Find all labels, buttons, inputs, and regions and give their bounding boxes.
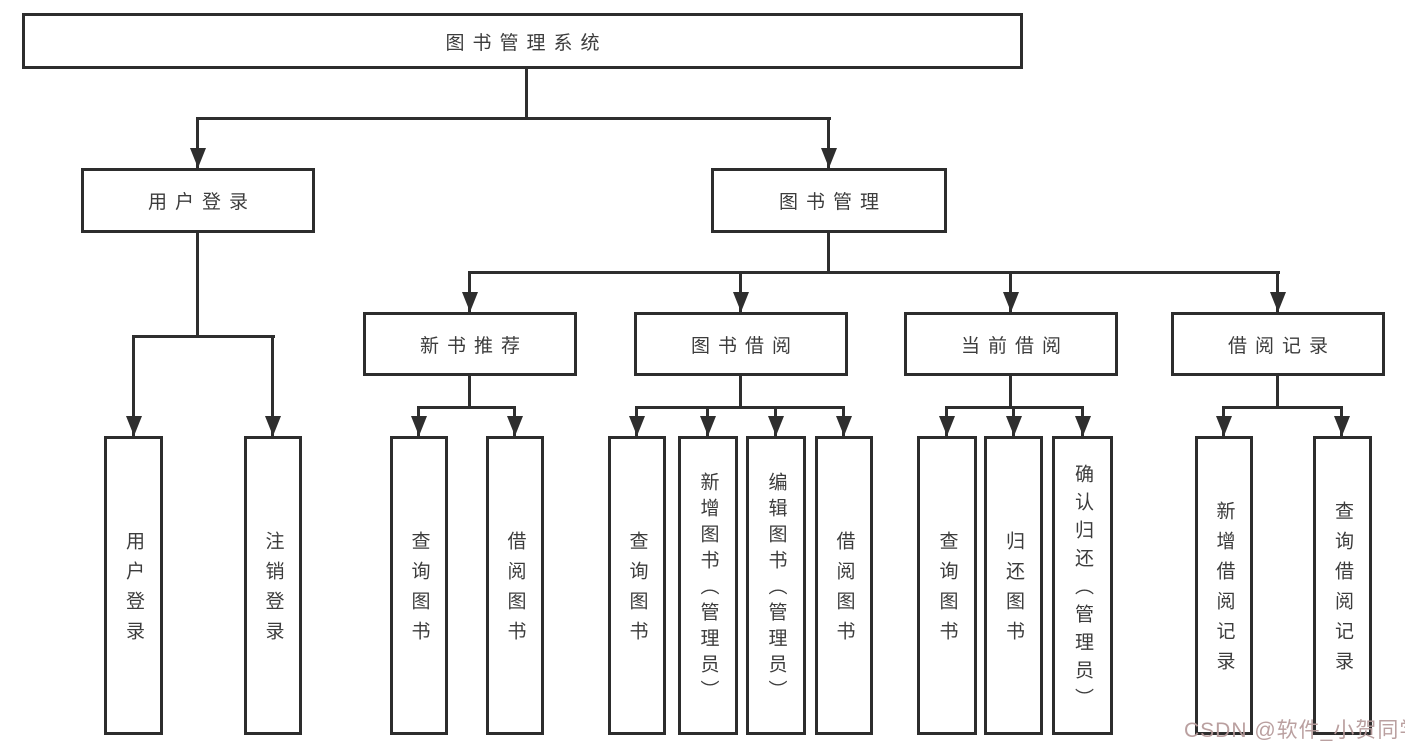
connector-line-v: [196, 233, 199, 335]
leaf-query-books-recommend-label: 查询图书: [408, 531, 430, 651]
connector-line-h: [1222, 406, 1343, 409]
leaf-edit-books-admin-label: 编辑图书（管理员）: [765, 472, 787, 706]
leaf-user-login: 用户登录: [104, 436, 163, 735]
leaf-edit-books-admin: 编辑图书（管理员）: [746, 436, 806, 735]
connector-arrow-down: [1276, 271, 1279, 312]
connector-arrow-down: [196, 117, 199, 168]
connector-arrow-down: [774, 406, 777, 436]
connector-arrow-down: [1081, 406, 1084, 436]
leaf-add-books-admin-label: 新增图书（管理员）: [697, 472, 719, 706]
connector-arrow-down: [739, 271, 742, 312]
node-user-login: 用户登录: [81, 168, 315, 233]
leaf-return-books: 归还图书: [984, 436, 1043, 735]
connector-line-v: [1009, 376, 1012, 406]
connector-arrow-down: [827, 117, 830, 168]
node-current-borrow: 当前借阅: [904, 312, 1118, 376]
leaf-query-borrow-record: 查询借阅记录: [1313, 436, 1372, 735]
leaf-logout: 注销登录: [244, 436, 302, 735]
connector-line-v: [525, 69, 528, 117]
leaf-query-books-borrow-label: 查询图书: [626, 531, 648, 651]
connector-arrow-down: [468, 271, 471, 312]
connector-line-h: [417, 406, 516, 409]
node-user-login-label: 用户登录: [147, 192, 256, 213]
node-root: 图书管理系统: [22, 13, 1023, 69]
node-new-book-recommend: 新书推荐: [363, 312, 577, 376]
leaf-add-books-admin: 新增图书（管理员）: [678, 436, 738, 735]
node-borrow-records-label: 借阅记录: [1227, 335, 1336, 357]
node-new-book-recommend-label: 新书推荐: [419, 335, 528, 357]
connector-arrow-down: [1222, 406, 1225, 436]
leaf-confirm-return-admin-label: 确认归还（管理员）: [1072, 464, 1093, 716]
leaf-confirm-return-admin: 确认归还（管理员）: [1052, 436, 1113, 735]
leaf-query-books-current: 查询图书: [917, 436, 977, 735]
connector-line-v: [1276, 376, 1279, 406]
connector-line-v: [468, 376, 471, 406]
leaf-query-borrow-record-label: 查询借阅记录: [1332, 501, 1353, 681]
node-book-management-label: 图书管理: [778, 192, 887, 213]
connector-arrow-down: [1009, 271, 1012, 312]
leaf-add-borrow-record-label: 新增借阅记录: [1213, 501, 1235, 681]
node-book-borrow: 图书借阅: [634, 312, 848, 376]
leaf-borrow-books: 借阅图书: [815, 436, 873, 735]
connector-line-h: [132, 335, 275, 338]
leaf-logout-label: 注销登录: [262, 531, 284, 651]
node-book-management: 图书管理: [711, 168, 947, 233]
leaf-borrow-books-label: 借阅图书: [833, 531, 855, 651]
node-root-label: 图书管理系统: [445, 32, 608, 54]
connector-arrow-down: [706, 406, 709, 436]
connector-arrow-down: [417, 406, 420, 436]
leaf-borrow-books-recommend-label: 借阅图书: [504, 531, 526, 651]
csdn-watermark: CSDN @软件_小贺同学: [1184, 719, 1405, 742]
connector-arrow-down: [271, 335, 274, 436]
node-borrow-records: 借阅记录: [1171, 312, 1385, 376]
connector-line-h: [196, 117, 831, 120]
leaf-user-login-label: 用户登录: [123, 531, 144, 651]
connector-line-h: [635, 406, 845, 409]
connector-arrow-down: [1012, 406, 1015, 436]
node-current-borrow-label: 当前借阅: [960, 335, 1069, 357]
connector-arrow-down: [635, 406, 638, 436]
connector-line-v: [739, 376, 742, 406]
leaf-query-books-borrow: 查询图书: [608, 436, 666, 735]
leaf-query-books-current-label: 查询图书: [936, 531, 958, 651]
connector-arrow-down: [513, 406, 516, 436]
connector-arrow-down: [842, 406, 845, 436]
node-book-borrow-label: 图书借阅: [690, 335, 799, 357]
leaf-query-books-recommend: 查询图书: [390, 436, 448, 735]
leaf-add-borrow-record: 新增借阅记录: [1195, 436, 1253, 735]
connector-line-h: [468, 271, 1280, 274]
leaf-return-books-label: 归还图书: [1003, 531, 1024, 651]
leaf-borrow-books-recommend: 借阅图书: [486, 436, 544, 735]
connector-arrow-down: [945, 406, 948, 436]
connector-arrow-down: [132, 335, 135, 436]
connector-line-v: [827, 233, 830, 271]
connector-arrow-down: [1340, 406, 1343, 436]
